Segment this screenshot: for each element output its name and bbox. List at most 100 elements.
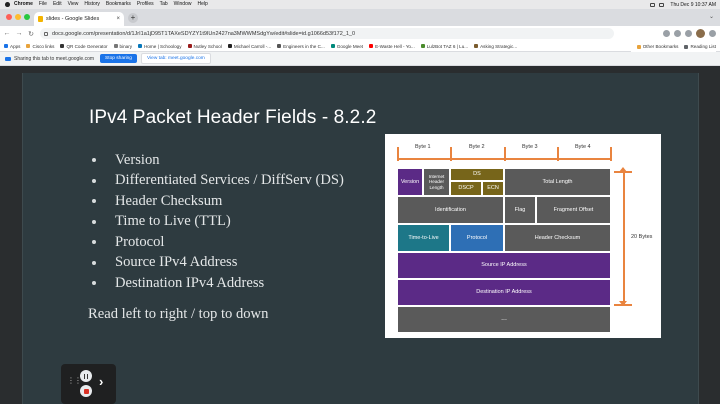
github-icon <box>227 44 232 48</box>
byte-2-label: Byte 2 <box>469 144 485 150</box>
stop-sharing-button[interactable]: Stop sharing <box>100 54 137 63</box>
stop-icon <box>83 388 89 394</box>
dscp-field: DSCP <box>450 181 482 196</box>
bullet-dot-icon <box>92 260 96 265</box>
bookmark-label: Michael Carroll -... <box>233 43 272 49</box>
menu-window[interactable]: Window <box>173 1 192 7</box>
bookmark-engineers[interactable]: Engineers in the C... <box>277 44 325 49</box>
close-tab-icon[interactable]: × <box>116 16 120 22</box>
bullet-dot-icon <box>92 219 96 224</box>
bullet-text: Protocol <box>115 233 165 250</box>
bookmark-cisco-links[interactable]: Cisco links <box>26 44 54 49</box>
back-icon[interactable]: ← <box>3 30 11 37</box>
menu-bookmarks[interactable]: Bookmarks <box>105 1 131 7</box>
menu-profiles[interactable]: Profiles <box>136 1 154 7</box>
battery-icon[interactable] <box>659 2 665 7</box>
menu-edit[interactable]: Edit <box>52 1 62 7</box>
extensions-puzzle-icon[interactable] <box>685 30 692 37</box>
reading-list-icon <box>684 44 689 49</box>
bookmark-lulzbot[interactable]: LulzBot TAZ 6 | Lu... <box>420 44 468 49</box>
clock[interactable]: Thu Dec 9 10:37 AM <box>670 1 716 8</box>
bookmark-label: binary <box>119 43 133 49</box>
forward-icon[interactable]: → <box>15 30 23 37</box>
ecn-field: ECN <box>482 181 504 196</box>
bullet-text: Time to Live (TTL) <box>115 213 231 230</box>
address-bar[interactable]: docs.google.com/presentation/d/1JrI1a1jD… <box>40 28 614 39</box>
screen-share-icon[interactable] <box>650 2 656 7</box>
bookmark-label: Apps <box>10 43 21 49</box>
page-icon <box>277 44 282 48</box>
tab-slides[interactable]: slides - Google Slides × <box>34 12 124 26</box>
meet-floating-controls: ⋮⋮ › <box>61 364 116 404</box>
tab-search-icon[interactable]: ⌄ <box>708 14 714 20</box>
bullet-item: Version <box>92 150 344 171</box>
menu-view[interactable]: View <box>67 1 79 7</box>
extension-icon[interactable] <box>674 30 681 37</box>
pause-icon <box>83 373 86 379</box>
menu-file[interactable]: File <box>38 1 47 7</box>
bookmark-label: Google Meet <box>336 43 364 49</box>
apps-grid-icon <box>4 44 8 48</box>
bullet-dot-icon <box>92 281 96 286</box>
bookmark-binary[interactable]: binary <box>113 43 133 49</box>
bullet-dot-icon <box>92 240 96 245</box>
view-tab-button[interactable]: View tab: meet.google.com <box>140 53 211 64</box>
close-window-icon[interactable] <box>6 14 12 20</box>
bookmark-google-meet[interactable]: Google Meet <box>330 43 364 49</box>
new-tab-button[interactable]: + <box>128 13 138 23</box>
slides-favicon-icon <box>38 16 43 22</box>
bookmark-ewaste[interactable]: E-Waste Hell - Yo... <box>369 44 415 49</box>
bookmark-label: QR Code Generator <box>66 43 108 49</box>
bookmark-star-icon[interactable] <box>663 30 670 37</box>
flag-field: Flag <box>504 196 536 224</box>
apple-icon[interactable] <box>5 2 10 7</box>
bookmark-label: E-Waste Hell - Yo... <box>375 43 415 49</box>
minimize-window-icon[interactable] <box>15 14 21 20</box>
header-checksum-field: Header Checksum <box>504 224 611 252</box>
stop-recording-button[interactable] <box>80 385 92 397</box>
bookmark-apps[interactable]: Apps <box>4 44 20 49</box>
drag-handle-icon[interactable]: ⋮⋮ <box>67 376 82 385</box>
bookmark-michael-carroll[interactable]: Michael Carroll -... <box>227 43 272 49</box>
maximize-window-icon[interactable] <box>24 14 30 20</box>
reload-icon[interactable]: ↻ <box>28 30 34 38</box>
bookmark-reading-list[interactable]: Reading List <box>684 44 716 49</box>
bullet-item: Source IPv4 Address <box>92 253 344 274</box>
schoology-icon <box>138 44 143 48</box>
menu-help[interactable]: Help <box>197 1 208 7</box>
bookmark-label: Nutley School <box>193 43 222 49</box>
fragment-offset-field: Fragment Offset <box>536 196 611 224</box>
menu-app-chrome[interactable]: Chrome <box>14 1 33 7</box>
bullet-dot-icon <box>92 178 96 183</box>
ttl-field: Time-to-Live <box>397 224 450 252</box>
tab-strip: slides - Google Slides × + ⌄ <box>0 9 720 26</box>
bookmark-nutley[interactable]: Nutley School <box>187 43 222 49</box>
bookmark-other[interactable]: Other Bookmarks <box>636 44 679 49</box>
profile-avatar[interactable] <box>696 29 705 38</box>
sharing-message: Sharing this tab to meet.google.com <box>14 55 95 62</box>
lock-icon[interactable] <box>44 31 48 36</box>
tab-title: slides - Google Slides <box>46 16 100 22</box>
chevron-right-icon[interactable]: › <box>99 374 104 389</box>
byte-tick <box>557 147 559 161</box>
protocol-field: Protocol <box>450 224 504 252</box>
bookmark-schoology[interactable]: Home | Schoology <box>138 44 182 49</box>
bookmark-qr-code[interactable]: QR Code Generator <box>60 43 108 49</box>
bookmark-label: Engineers in the C... <box>283 43 325 49</box>
page-icon <box>474 44 479 48</box>
arrow-up-icon <box>619 167 627 172</box>
bookmark-asking-strategic[interactable]: Asking Strategic... <box>474 44 517 49</box>
menu-tab[interactable]: Tab <box>159 1 168 7</box>
pause-button[interactable] <box>80 370 92 382</box>
bullet-dot-icon <box>92 199 96 204</box>
bullet-item: Differentiated Services / DiffServ (DS) <box>92 171 344 192</box>
identification-field: Identification <box>397 196 504 224</box>
menu-history[interactable]: History <box>84 1 100 7</box>
bullet-list: Version Differentiated Services / DiffSe… <box>92 150 344 294</box>
bullet-item: Time to Live (TTL) <box>92 212 344 233</box>
size-arrow-line <box>623 172 625 304</box>
pause-icon <box>86 373 89 379</box>
bookmarks-bar-right: Other Bookmarks Reading List <box>630 41 716 52</box>
more-menu-icon[interactable] <box>709 30 716 37</box>
bookmark-label: Other Bookmarks <box>642 44 679 49</box>
